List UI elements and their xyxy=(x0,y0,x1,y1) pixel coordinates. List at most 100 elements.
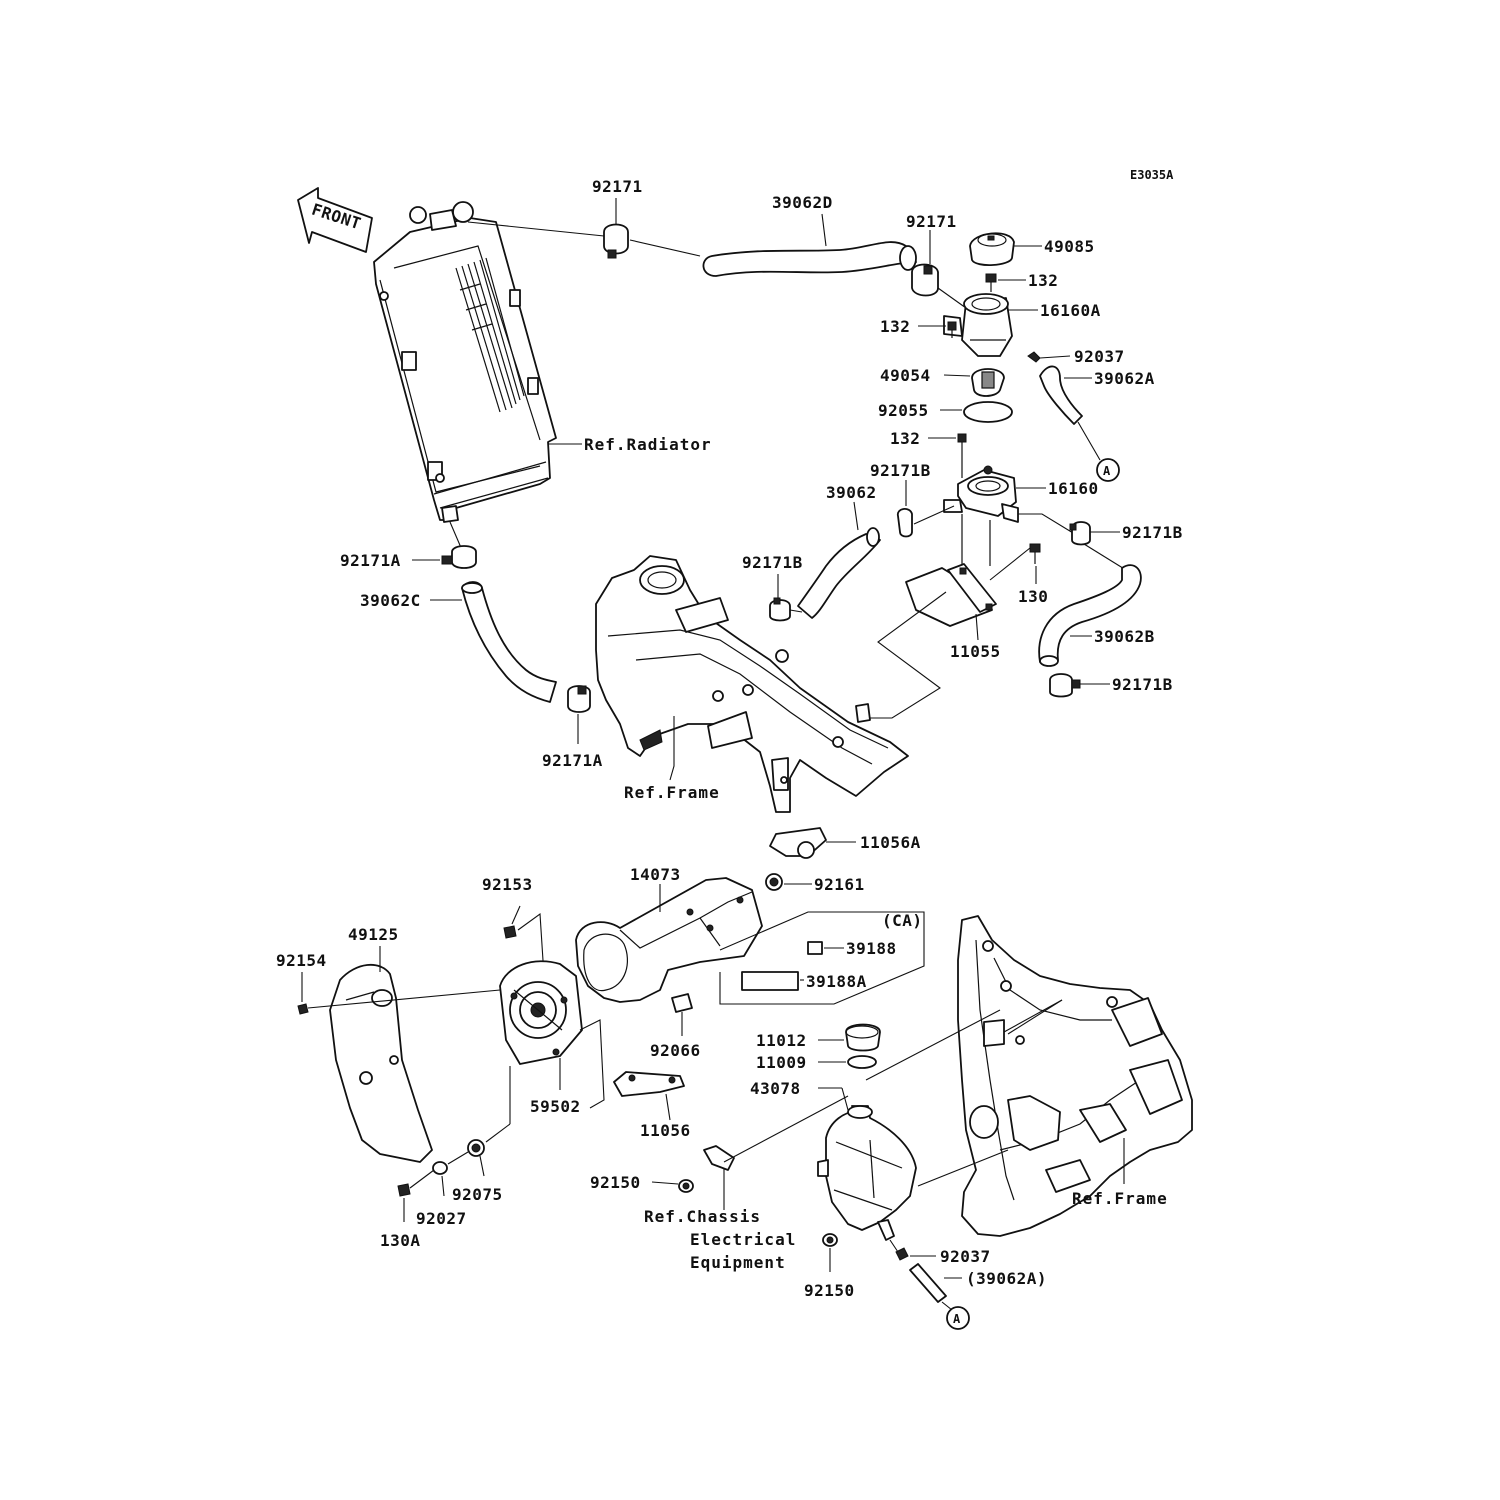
label-92037-top: 92037 xyxy=(1074,347,1125,366)
ref-frame-top: Ref.Frame xyxy=(624,783,720,802)
grommet-92161 xyxy=(765,873,783,891)
label-92055: 92055 xyxy=(878,401,929,420)
clamp-92171A-a xyxy=(441,545,477,569)
label-11056A: 11056A xyxy=(860,833,921,852)
housing-16160 xyxy=(943,465,1019,523)
ref-frame-bottom: Ref.Frame xyxy=(1072,1189,1168,1208)
label-92171A-a: 92171A xyxy=(340,551,401,570)
bracket-11056A xyxy=(769,827,827,859)
label-43078: 43078 xyxy=(750,1079,801,1098)
clamp-92171-top xyxy=(603,223,629,259)
washer-92027 xyxy=(432,1161,448,1175)
label-92150-b: 92150 xyxy=(804,1281,855,1300)
label-92027: 92027 xyxy=(416,1209,467,1228)
radiator-drawing xyxy=(373,201,557,523)
front-arrow-icon: FRONT xyxy=(297,187,373,253)
label-92150-a: 92150 xyxy=(590,1173,641,1192)
label-92154: 92154 xyxy=(276,951,327,970)
label-92153: 92153 xyxy=(482,875,533,894)
cap-49085 xyxy=(969,232,1015,266)
label-132-c: 132 xyxy=(890,429,920,448)
bushing-92075 xyxy=(467,1139,485,1157)
label-39062D: 39062D xyxy=(772,193,833,212)
label-92171A-b: 92171A xyxy=(542,751,603,770)
label-39188A: 39188A xyxy=(806,972,867,991)
label-11009: 11009 xyxy=(756,1053,807,1072)
clamp-92171-mid xyxy=(911,263,939,297)
gasket-11009 xyxy=(847,1055,877,1069)
diagram-code: E3035A xyxy=(1130,168,1174,182)
label-11012: 11012 xyxy=(756,1031,807,1050)
bracket-chassis xyxy=(703,1145,735,1171)
label-39062C: 39062C xyxy=(360,591,421,610)
callout-a-bottom: A xyxy=(946,1306,970,1330)
bolt-132-a xyxy=(985,273,997,292)
label-132-b: 132 xyxy=(880,317,910,336)
label-92075: 92075 xyxy=(452,1185,503,1204)
label-92171B-d: 92171B xyxy=(1112,675,1173,694)
label-39062A: 39062A xyxy=(1094,369,1155,388)
bracket-11055 xyxy=(905,563,997,627)
label-39062: 39062 xyxy=(826,483,877,502)
clamp-92171B-b xyxy=(769,597,791,622)
thermostat-49054 xyxy=(971,368,1005,397)
clip-92037-bottom xyxy=(895,1247,909,1261)
callout-a-top: A xyxy=(1096,458,1120,482)
label-14073: 14073 xyxy=(630,865,681,884)
clamp-92171A-b xyxy=(567,685,591,713)
label-39188: 39188 xyxy=(846,939,897,958)
label-sticker-39188A xyxy=(741,971,799,991)
label-11055: 11055 xyxy=(950,642,1001,661)
label-39062A-paren: (39062A) xyxy=(966,1269,1047,1288)
label-130A: 130A xyxy=(380,1231,421,1250)
bolt-132-c xyxy=(957,433,967,478)
clip-92037-top xyxy=(1027,351,1041,363)
hose-39062 xyxy=(797,527,881,619)
label-92171-mid: 92171 xyxy=(906,212,957,231)
cover-49125 xyxy=(329,963,433,1163)
label-92171B-c: 92171B xyxy=(1122,523,1183,542)
frame-drawing-top xyxy=(595,555,909,813)
grommet-92066 xyxy=(671,993,693,1013)
label-130: 130 xyxy=(1018,587,1048,606)
nut-92150-b xyxy=(822,1233,838,1247)
hose-39062A xyxy=(1039,365,1083,425)
label-59502: 59502 xyxy=(530,1097,581,1116)
bolt-132-b xyxy=(947,321,957,338)
clamp-92171B-d xyxy=(1049,673,1081,698)
oring-92055 xyxy=(963,401,1013,423)
cap-11012 xyxy=(845,1023,881,1052)
reservoir-43078 xyxy=(817,1105,917,1241)
hose-39062B xyxy=(1038,564,1142,667)
label-92171B-a: 92171B xyxy=(870,461,931,480)
label-92037-bottom: 92037 xyxy=(940,1247,991,1266)
label-ca: (CA) xyxy=(882,911,923,930)
bracket-11056 xyxy=(613,1071,685,1097)
bolt-130A xyxy=(397,1183,411,1197)
label-49054: 49054 xyxy=(880,366,931,385)
housing-16160A xyxy=(943,293,1013,357)
ref-chassis-2: Electrical xyxy=(690,1230,796,1249)
shroud-59502 xyxy=(499,960,583,1065)
screw-92154 xyxy=(297,1003,309,1015)
hose-39062C xyxy=(461,581,557,703)
label-11056: 11056 xyxy=(640,1121,691,1140)
label-92161: 92161 xyxy=(814,875,865,894)
ref-chassis-1: Ref.Chassis xyxy=(644,1207,761,1226)
svg-text:A: A xyxy=(953,1312,961,1326)
duct-14073 xyxy=(575,877,763,1003)
label-39062B: 39062B xyxy=(1094,627,1155,646)
hose-39062A-short xyxy=(909,1263,947,1303)
bolt-92153 xyxy=(503,925,517,939)
nut-92150-a xyxy=(678,1179,694,1193)
label-16160A: 16160A xyxy=(1040,301,1101,320)
clip-92171B-a xyxy=(897,508,913,538)
label-16160: 16160 xyxy=(1048,479,1099,498)
clamp-92171B-c xyxy=(1069,521,1091,546)
label-92171-top: 92171 xyxy=(592,177,643,196)
label-49125: 49125 xyxy=(348,925,399,944)
label-49085: 49085 xyxy=(1044,237,1095,256)
ref-radiator: Ref.Radiator xyxy=(584,435,712,454)
svg-text:A: A xyxy=(1103,464,1111,478)
